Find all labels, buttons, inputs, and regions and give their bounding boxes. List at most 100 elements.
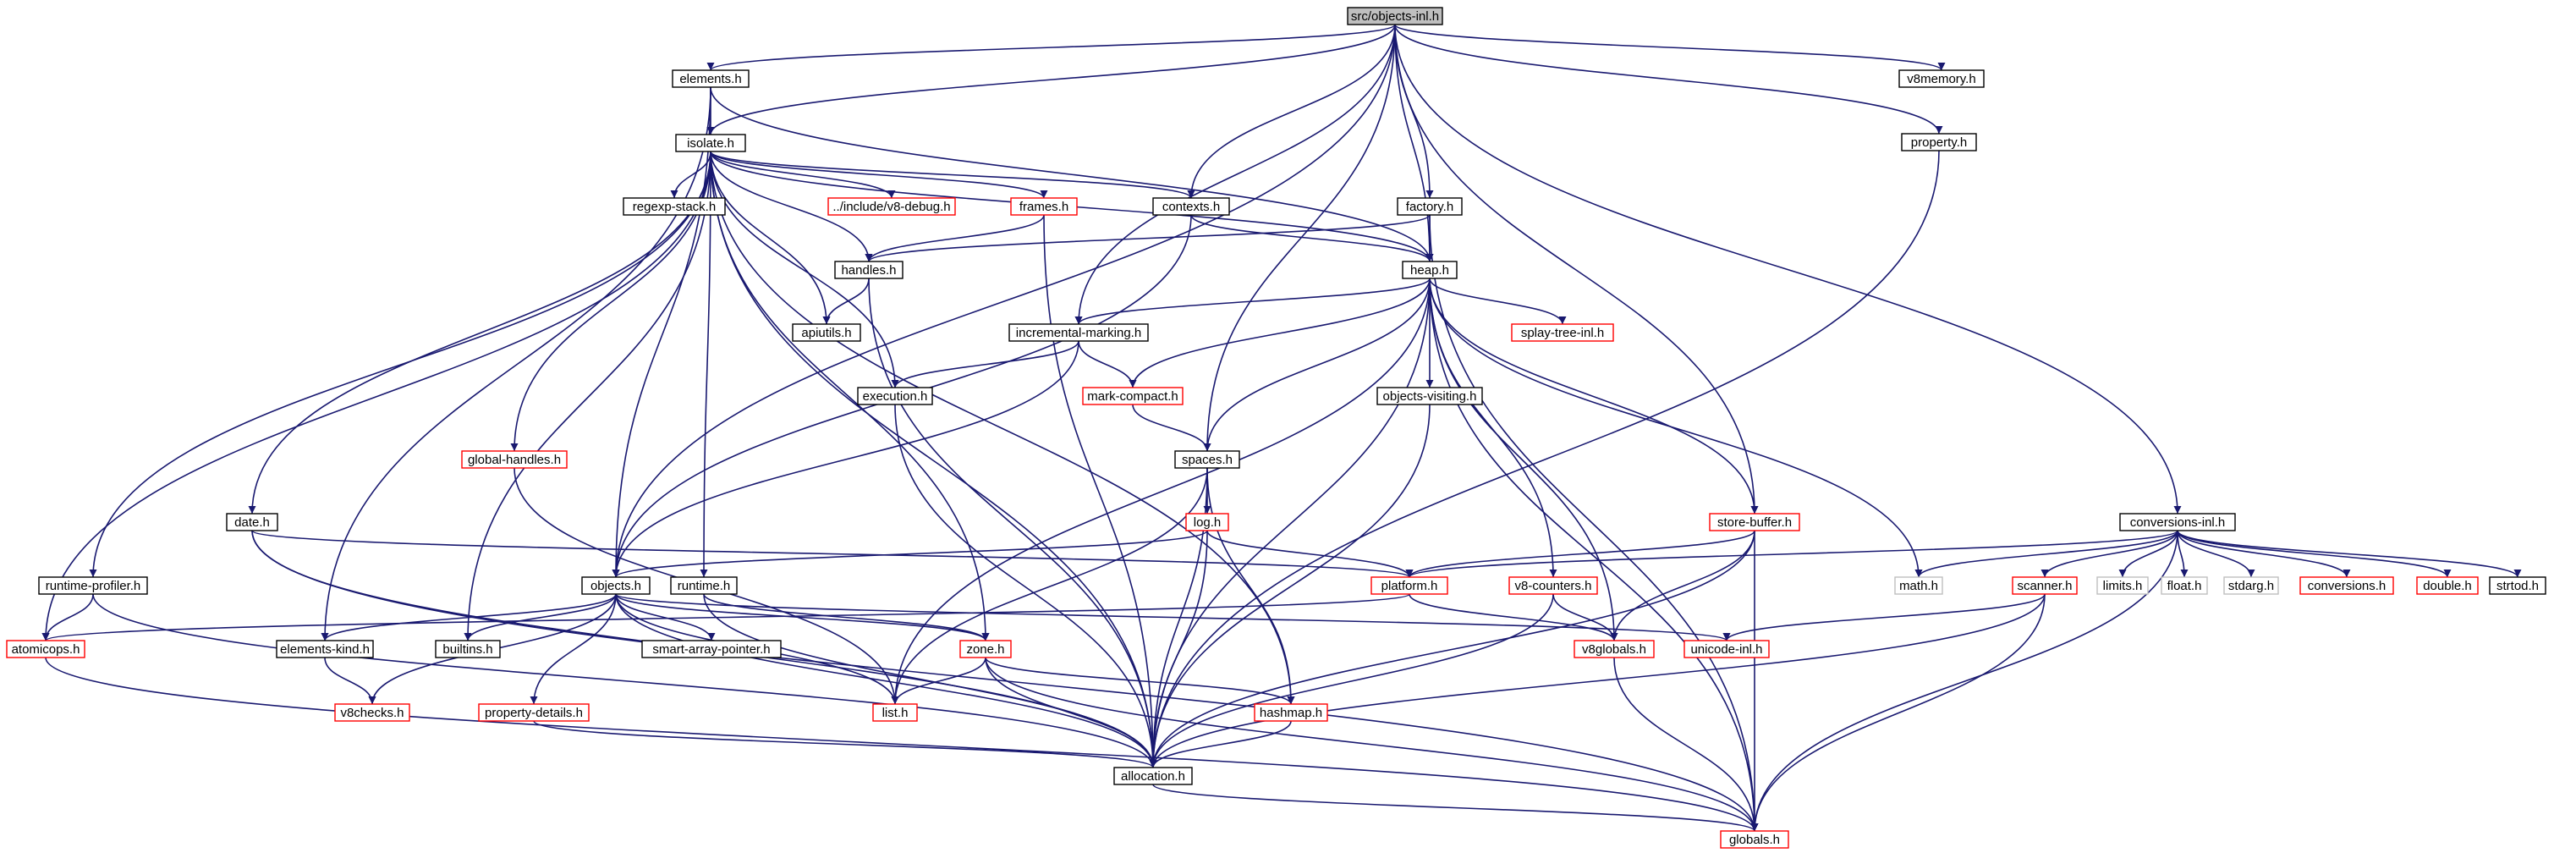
node-objects-h[interactable]: objects.h xyxy=(581,576,651,595)
node-box xyxy=(38,576,148,595)
edge-heap-h-to-splay-tree-inl-h xyxy=(1429,278,1567,325)
node-allocation-h[interactable]: allocation.h xyxy=(1113,767,1193,785)
node-builtins-h[interactable]: builtins.h xyxy=(435,640,501,658)
node-v8-counters-h[interactable]: v8-counters.h xyxy=(1508,576,1598,595)
node-contexts-h[interactable]: contexts.h xyxy=(1152,197,1230,216)
node-splay-tree-inl-h[interactable]: splay-tree-inl.h xyxy=(1511,323,1614,342)
edge-objects-h-to-smart-array-pointer-h xyxy=(615,593,716,641)
node-log-h[interactable]: log.h xyxy=(1185,513,1229,531)
node-label: handles.h xyxy=(841,263,896,278)
node-hashmap-h[interactable]: hashmap.h xyxy=(1254,703,1328,722)
node-list-h[interactable]: list.h xyxy=(872,703,918,722)
node-globals-h[interactable]: globals.h xyxy=(1720,830,1789,849)
edge-v8globals-h-to-globals-h xyxy=(1613,657,1759,832)
node-scanner-h[interactable]: scanner.h xyxy=(2012,576,2078,595)
node-unicode-inl-h[interactable]: unicode-inl.h xyxy=(1683,640,1770,658)
edge-objects-inl-h-to-elements-h xyxy=(706,24,1396,71)
node-platform-h[interactable]: platform.h xyxy=(1370,576,1448,595)
edge-objects-inl-h-to-property-h xyxy=(1394,24,1943,135)
node-double-h[interactable]: double.h xyxy=(2416,576,2479,595)
node-label: property.h xyxy=(1911,135,1967,150)
node-label: property-details.h xyxy=(485,706,583,720)
node-box xyxy=(827,197,956,216)
node-label: atomicops.h xyxy=(12,642,80,657)
node-elements-h[interactable]: elements.h xyxy=(672,69,750,88)
node-box xyxy=(2299,576,2394,595)
node-spaces-h[interactable]: spaces.h xyxy=(1174,450,1240,469)
node-runtime-h[interactable]: runtime.h xyxy=(670,576,738,595)
edge-scanner-h-to-unicode-inl-h xyxy=(1722,593,2046,641)
node-label: objects-visiting.h xyxy=(1383,389,1477,404)
edge-isolate-h-to-global-handles-h xyxy=(510,151,711,452)
node-label: v8memory.h xyxy=(1907,72,1975,86)
edge-isolate-h-to-date-h xyxy=(248,151,711,515)
node-box xyxy=(1508,576,1598,595)
node-label: builtins.h xyxy=(442,642,492,657)
edge-incremental-marking-h-to-mark-compact-h xyxy=(1078,340,1137,388)
node-conversions-inl-h[interactable]: conversions-inl.h xyxy=(2119,513,2236,531)
node-label: splay-tree-inl.h xyxy=(1521,326,1604,340)
node-box xyxy=(1010,197,1078,216)
node-label: frames.h xyxy=(1019,200,1068,214)
node-label: isolate.h xyxy=(687,136,734,151)
node-box xyxy=(623,197,726,216)
node-label: stdarg.h xyxy=(2228,579,2274,593)
node-v8memory-h[interactable]: v8memory.h xyxy=(1898,69,1985,88)
node-date-h[interactable]: date.h xyxy=(226,513,278,531)
edge-isolate-h-to-runtime-profiler-h xyxy=(89,151,711,578)
node-apiutils-h[interactable]: apiutils.h xyxy=(792,323,861,342)
edge-platform-h-to-atomicops-h xyxy=(42,593,1410,641)
node-zone-h[interactable]: zone.h xyxy=(959,640,1012,658)
node-label: store-buffer.h xyxy=(1717,515,1792,530)
node-heap-h[interactable]: heap.h xyxy=(1402,261,1458,279)
node-mark-compact-h[interactable]: mark-compact.h xyxy=(1082,387,1184,405)
node-label: factory.h xyxy=(1406,200,1453,214)
node-execution-h[interactable]: execution.h xyxy=(857,387,933,405)
node-objects-visiting-h[interactable]: objects-visiting.h xyxy=(1376,387,1483,405)
node-elements-kind-h[interactable]: elements-kind.h xyxy=(276,640,374,658)
node-label: apiutils.h xyxy=(801,326,851,340)
node-store-buffer-h[interactable]: store-buffer.h xyxy=(1709,513,1800,531)
node-box xyxy=(581,576,651,595)
node-box xyxy=(334,703,410,722)
node-handles-h[interactable]: handles.h xyxy=(834,261,904,279)
node-v8-debug-h[interactable]: ../include/v8-debug.h xyxy=(827,197,956,216)
edge-runtime-profiler-h-to-atomicops-h xyxy=(41,593,94,641)
node-box xyxy=(1082,387,1184,405)
node-conversions-h[interactable]: conversions.h xyxy=(2299,576,2394,595)
node-regexp-stack-h[interactable]: regexp-stack.h xyxy=(623,197,726,216)
node-objects-inl-h[interactable]: src/objects-inl.h xyxy=(1347,7,1443,25)
node-isolate-h[interactable]: isolate.h xyxy=(675,134,746,152)
node-atomicops-h[interactable]: atomicops.h xyxy=(6,640,85,658)
edge-objects-h-to-allocation-h xyxy=(615,593,1157,768)
node-label: runtime.h xyxy=(678,579,731,593)
node-factory-h[interactable]: factory.h xyxy=(1397,197,1463,216)
node-property-details-h[interactable]: property-details.h xyxy=(478,703,590,722)
node-box xyxy=(834,261,904,279)
edge-isolate-h-to-hashmap-h xyxy=(710,151,1295,705)
edge-objects-inl-h-to-contexts-h xyxy=(1187,24,1396,199)
node-frames-h[interactable]: frames.h xyxy=(1010,197,1078,216)
node-label: log.h xyxy=(1194,515,1222,530)
node-label: allocation.h xyxy=(1121,769,1185,784)
node-box xyxy=(1347,7,1443,25)
edge-heap-h-to-list-h xyxy=(891,278,1431,705)
edge-v8-counters-h-to-v8globals-h xyxy=(1552,593,1618,641)
edge-factory-h-to-globals-h xyxy=(1429,214,1759,832)
node-incremental-marking-h[interactable]: incremental-marking.h xyxy=(1008,323,1149,342)
node-v8globals-h[interactable]: v8globals.h xyxy=(1574,640,1655,658)
edge-runtime-h-to-zone-h xyxy=(703,593,990,641)
edge-zone-h-to-hashmap-h xyxy=(985,657,1295,705)
node-v8checks-h[interactable]: v8checks.h xyxy=(334,703,410,722)
node-box xyxy=(2096,576,2149,595)
node-label: smart-array-pointer.h xyxy=(652,642,770,657)
edge-mark-compact-h-to-spaces-h xyxy=(1132,404,1211,452)
node-global-handles-h[interactable]: global-handles.h xyxy=(461,450,568,469)
edge-heap-h-to-mark-compact-h xyxy=(1129,278,1431,388)
edge-spaces-h-to-hashmap-h xyxy=(1206,467,1295,705)
node-strtod-h[interactable]: strtod.h xyxy=(2489,576,2546,595)
node-smart-array-pointer-h[interactable]: smart-array-pointer.h xyxy=(641,640,782,658)
node-box xyxy=(461,450,568,469)
node-property-h[interactable]: property.h xyxy=(1901,133,1977,151)
node-runtime-profiler-h[interactable]: runtime-profiler.h xyxy=(38,576,148,595)
